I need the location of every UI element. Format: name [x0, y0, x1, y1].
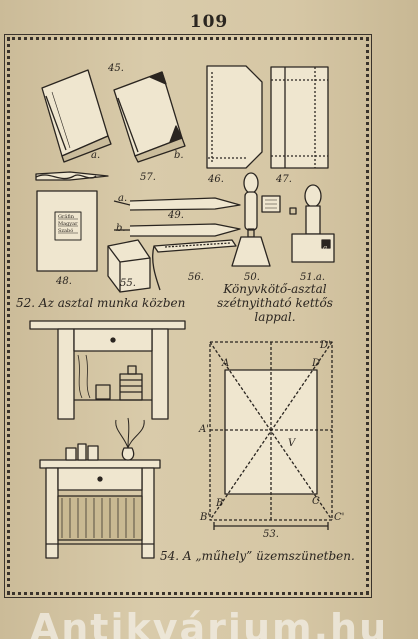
fig54-caption: 54. A „műhely” üzemszünetben. — [160, 549, 355, 563]
layout-diagram-drawing — [209, 341, 333, 530]
fig53-number: 53. — [263, 529, 279, 540]
corner-block-drawing — [107, 239, 151, 293]
fig46-number: 46. — [208, 174, 224, 185]
title-page-lines: Gräfin Magyar Szabó — [58, 214, 78, 235]
title-page-drawing — [36, 190, 98, 272]
fig45-number: 45. — [108, 63, 124, 74]
fig57-number: 57. — [140, 172, 156, 183]
cover-turnins-drawing — [270, 66, 329, 169]
diagram-letter-d: D — [312, 358, 321, 369]
fig49-label-a: a. — [118, 193, 128, 204]
fig50-number: 50. — [244, 272, 260, 283]
palette-knife-drawing — [231, 172, 271, 267]
page-number: 109 — [189, 12, 229, 32]
title-line-3: Szabó — [58, 228, 74, 234]
diagram-letter-b: B — [216, 498, 224, 509]
fig47-number: 47. — [276, 174, 292, 185]
title-block-line-2: szétnyitható kettős — [217, 296, 333, 310]
table-title-block: Könyvkötő-asztal szétnyitható kettős lap… — [190, 282, 360, 324]
watermark-text: Antikvárium.hu — [29, 606, 389, 639]
title-block-line-3: lappal. — [254, 310, 296, 324]
fig55-number: 55. — [120, 278, 136, 289]
diagram-letter-a: A — [222, 358, 230, 369]
diagram-letter-c: C — [312, 496, 320, 507]
diagram-letter-b-prime: B' — [200, 512, 211, 523]
fig51-number: 51.a. — [300, 272, 326, 283]
illustration-frame — [4, 34, 372, 598]
diagram-letter-v: V — [288, 438, 296, 449]
title-line-1: Gräfin — [58, 214, 74, 220]
watermark: Antikvárium.hu — [0, 600, 418, 639]
book-corners-drawing — [113, 71, 186, 163]
diagram-letter-d-prime: D' — [320, 340, 331, 351]
book-closed-drawing — [41, 69, 112, 163]
fig56-number: 56. — [188, 272, 204, 283]
title-line-2: Magyar — [58, 221, 78, 227]
fig52-caption: 52. Az asztal munka közben — [16, 296, 186, 310]
workshop-rest-drawing — [39, 417, 161, 559]
fig51-sublabel: a. — [323, 244, 330, 252]
diagram-letter-c-prime: C' — [334, 512, 345, 523]
bone-folders-drawing — [113, 197, 241, 237]
fig45-label-b: b. — [174, 150, 184, 161]
fig49-number: 49. — [168, 210, 184, 221]
fig49-label-b: b. — [116, 223, 126, 234]
diagram-letter-a-prime: A' — [199, 424, 209, 435]
tweezers-drawing — [35, 171, 109, 181]
ruler-drawing — [152, 239, 237, 291]
stamp-drawing — [261, 184, 335, 263]
worktable-drawing — [29, 320, 186, 420]
fig45-label-a: a. — [91, 150, 101, 161]
title-block-line-1: Könyvkötő-asztal — [223, 282, 327, 296]
fig48-number: 48. — [56, 276, 72, 287]
cover-cut-drawing — [206, 65, 263, 169]
